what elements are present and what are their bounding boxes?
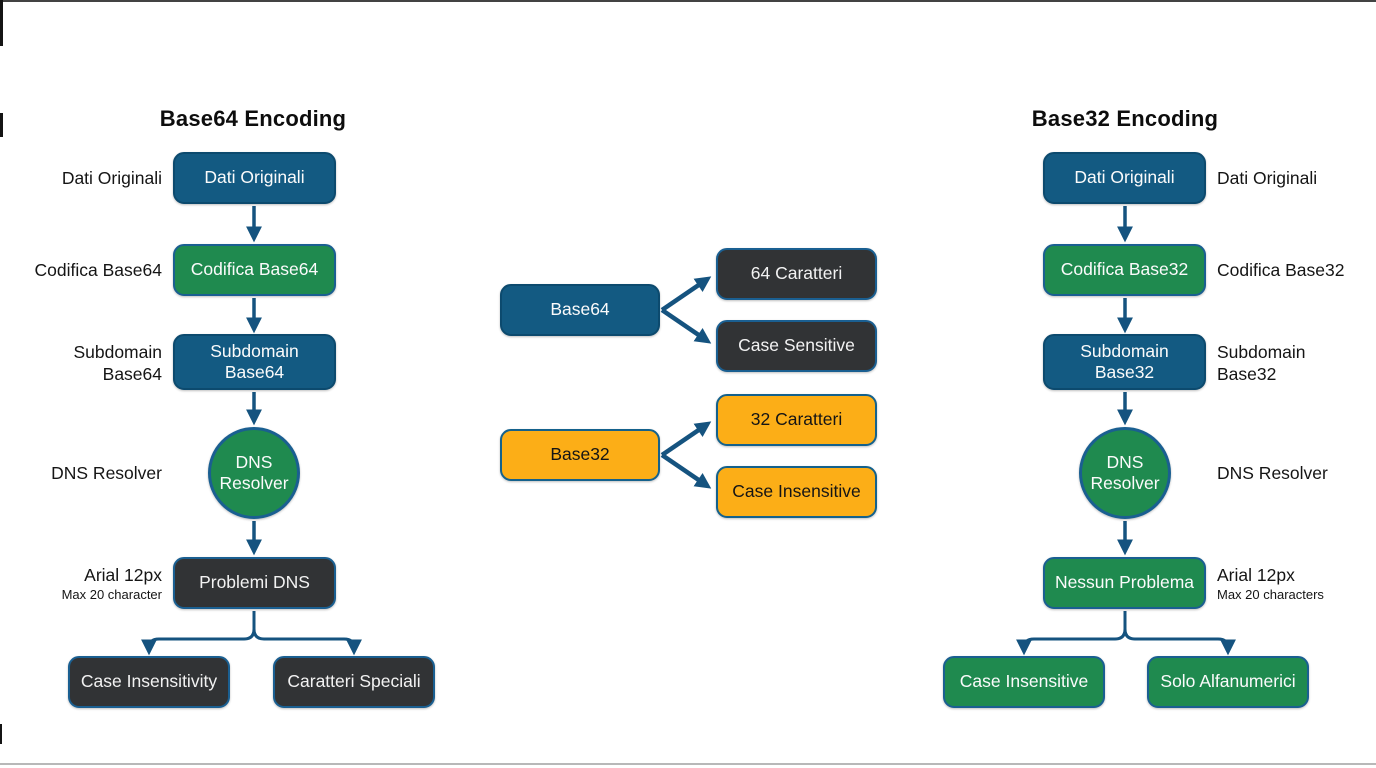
node-label: 32 Caratteri: [750, 409, 843, 430]
node-label: Codifica Base64: [190, 259, 319, 280]
node-label: 64 Caratteri: [750, 263, 843, 284]
screen-edge-artifact: [0, 763, 1376, 765]
base32-chart-title: Base32 Encoding: [1031, 106, 1219, 131]
node-label: Codifica Base32: [1060, 259, 1189, 280]
side-label-dati-originali-base32: Dati Originali: [1217, 168, 1318, 188]
node-dati-originali-base64: Dati Originali: [173, 152, 336, 204]
node-label: DNS Resolver: [1090, 451, 1160, 493]
node-dati-originali-base32: Dati Originali: [1043, 152, 1206, 204]
node-codifica-base32: Codifica Base32: [1043, 244, 1206, 296]
node-label: Case Insensitive: [959, 671, 1089, 692]
right-branch-arrows: [1016, 611, 1236, 656]
side-label-font-note-base32: Arial 12px Max 20 characters: [1217, 564, 1376, 603]
side-label-dns-resolver-base32: DNS Resolver: [1217, 463, 1328, 483]
screen-edge-artifact: [0, 0, 1376, 2]
node-label: Base32: [550, 444, 610, 465]
base64-chart-title: Base64 Encoding: [159, 106, 347, 131]
side-label-subdomain-base64: Subdomain Base64: [73, 342, 162, 384]
node-case-insensitivity: Case Insensitivity: [68, 656, 230, 708]
node-problemi-dns: Problemi DNS: [173, 557, 336, 609]
node-label: Case Sensitive: [738, 335, 855, 356]
screen-edge-artifact: [0, 724, 2, 744]
node-subdomain-base32: Subdomain Base32: [1043, 334, 1206, 390]
screen-edge-artifact: [0, 0, 3, 46]
node-label: Problemi DNS: [199, 572, 310, 593]
comparison-arrows: [660, 276, 712, 489]
font-note-line1: Arial 12px: [1217, 565, 1295, 585]
node-solo-alfanumerici: Solo Alfanumerici: [1147, 656, 1309, 708]
node-label: Nessun Problema: [1054, 572, 1195, 593]
font-note-line2: Max 20 character: [61, 587, 162, 602]
node-dns-resolver-base64: DNS Resolver: [208, 427, 300, 519]
node-base64: Base64: [500, 284, 660, 336]
node-case-insensitive: Case Insensitive: [943, 656, 1105, 708]
screen-edge-artifact: [0, 113, 3, 137]
side-label-dns-resolver-base64: DNS Resolver: [51, 463, 162, 483]
side-label-font-note-base64: Arial 12px Max 20 character: [2, 564, 162, 603]
node-label: DNS Resolver: [219, 451, 289, 493]
node-label: Caratteri Speciali: [287, 671, 421, 692]
node-label: Base64: [550, 299, 610, 320]
node-case-sensitive: Case Sensitive: [716, 320, 877, 372]
side-label-dati-originali-base64: Dati Originali: [61, 168, 162, 188]
node-dns-resolver-base32: DNS Resolver: [1079, 427, 1171, 519]
node-case-insensitive-trait: Case Insensitive: [716, 466, 877, 518]
node-label: Subdomain Base32: [1080, 340, 1169, 382]
node-label: Case Insensitive: [732, 481, 861, 502]
font-note-line2: Max 20 characters: [1217, 587, 1324, 602]
left-branch-arrows: [141, 611, 362, 656]
node-caratteri-speciali: Caratteri Speciali: [273, 656, 435, 708]
node-nessun-problema: Nessun Problema: [1043, 557, 1206, 609]
side-label-subdomain-base32: Subdomain Base32: [1217, 342, 1306, 384]
node-base32: Base32: [500, 429, 660, 481]
node-64-caratteri: 64 Caratteri: [716, 248, 877, 300]
node-32-caratteri: 32 Caratteri: [716, 394, 877, 446]
side-label-codifica-base64: Codifica Base64: [34, 260, 162, 280]
node-label: Solo Alfanumerici: [1160, 671, 1296, 692]
node-label: Subdomain Base64: [210, 340, 299, 382]
node-codifica-base64: Codifica Base64: [173, 244, 336, 296]
node-subdomain-base64: Subdomain Base64: [173, 334, 336, 390]
font-note-line1: Arial 12px: [84, 565, 162, 585]
node-label: Case Insensitivity: [80, 671, 218, 692]
node-label: Dati Originali: [204, 167, 305, 188]
node-label: Dati Originali: [1074, 167, 1175, 188]
side-label-codifica-base32: Codifica Base32: [1217, 260, 1345, 280]
